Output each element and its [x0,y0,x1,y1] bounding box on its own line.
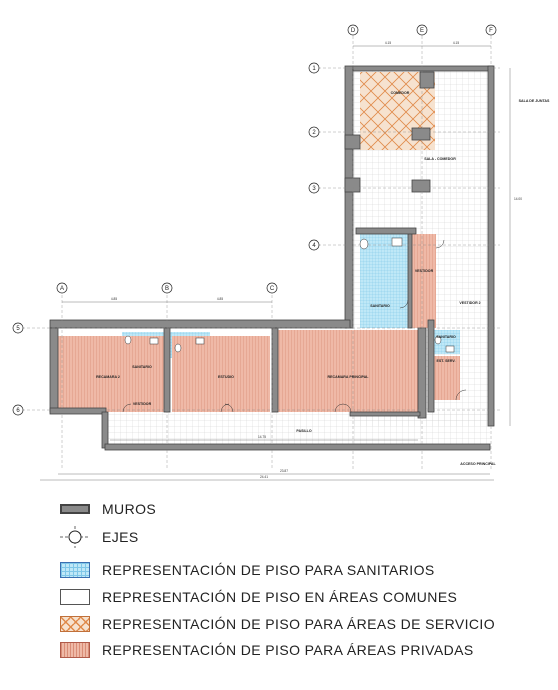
svg-text:2: 2 [312,130,316,136]
svg-text:ESTUDIO: ESTUDIO [218,375,234,379]
axis-markers: D E F A B C 1 2 3 4 5 6 [12,24,497,416]
axis-marker-a: A [56,282,68,294]
svg-text:SALA DE JUNTAS: SALA DE JUNTAS [519,99,550,103]
legend-row-ejes: EJES [60,526,139,548]
svg-text:3: 3 [312,186,316,192]
svg-text:C: C [270,286,275,292]
legend-row-servicio: REPRESENTACIÓN DE PISO PARA ÁREAS DE SER… [60,613,495,635]
svg-text:COMEDOR: COMEDOR [391,91,410,95]
private-floors [58,234,460,412]
svg-text:5: 5 [16,326,20,332]
svg-text:4.85: 4.85 [111,297,117,301]
axis-marker-2: 2 [308,126,320,138]
legend-row-muros: MUROS [60,498,156,520]
axis-marker-4: 4 [308,239,320,251]
svg-text:SANITARIO: SANITARIO [132,365,152,369]
legend-row-privadas: REPRESENTACIÓN DE PISO PARA ÁREAS PRIVAD… [60,639,474,661]
axis-marker-5: 5 [12,322,24,334]
axis-marker-c: C [266,282,278,294]
axis-marker-f: F [485,24,497,36]
private-floor-swatch [60,642,90,658]
svg-text:ACCESO PRINCIPAL: ACCESO PRINCIPAL [460,462,496,466]
walls-swatch [60,504,90,514]
dimension-lines [40,45,511,481]
axis-marker-b: B [161,282,173,294]
svg-text:4.15: 4.15 [385,41,391,45]
svg-text:B: B [165,286,169,292]
legend-label-sanitarios: REPRESENTACIÓN DE PISO PARA SANITARIOS [102,562,435,578]
sanitary-floor-swatch [60,562,90,578]
svg-text:RECAMARA PRINCIPAL: RECAMARA PRINCIPAL [328,375,370,379]
axis-marker-1: 1 [308,62,320,74]
svg-text:4.85: 4.85 [217,297,223,301]
room-labels: COMEDOR SALA - COMEDOR SALA DE JUNTAS SA… [96,91,550,466]
svg-text:RECAMARA 2: RECAMARA 2 [96,375,120,379]
svg-text:SANITARIO: SANITARIO [370,304,390,308]
fixtures [124,237,455,353]
floor-plan: D E F A B C 1 2 3 4 5 6 4.15 4.15 4.85 4… [12,24,550,481]
svg-text:SANITARIO: SANITARIO [436,335,456,339]
svg-text:A: A [60,286,64,292]
svg-text:F: F [489,28,493,34]
legend-row-sanitarios: REPRESENTACIÓN DE PISO PARA SANITARIOS [60,559,435,581]
svg-text:14.75: 14.75 [258,435,266,439]
svg-text:23.87: 23.87 [280,469,288,473]
svg-text:VESTIDOR: VESTIDOR [415,269,434,273]
svg-text:24.41: 24.41 [260,475,268,479]
legend-label-muros: MUROS [102,501,157,517]
legend-row-comunes: REPRESENTACIÓN DE PISO EN ÁREAS COMUNES [60,586,457,608]
axis-marker-d: D [347,24,359,36]
svg-text:4.15: 4.15 [453,41,459,45]
axis-marker-e: E [416,24,428,36]
svg-text:D: D [351,28,356,34]
axis-lines [22,36,500,470]
svg-text:EST. SERV.: EST. SERV. [437,359,456,363]
common-floor-swatch [60,589,90,605]
legend-label-comunes: REPRESENTACIÓN DE PISO EN ÁREAS COMUNES [102,589,458,605]
dimension-labels: 4.15 4.15 4.85 4.85 23.87 24.41 14.00 14… [111,41,522,479]
legend-label-privadas: REPRESENTACIÓN DE PISO PARA ÁREAS PRIVAD… [102,642,474,658]
svg-text:6: 6 [16,408,20,414]
doors [122,239,467,413]
legend-label-ejes: EJES [102,529,139,545]
svg-text:PASILLO: PASILLO [296,429,312,433]
svg-text:E: E [420,28,424,34]
axis-marker-3: 3 [308,182,320,194]
svg-text:4: 4 [312,243,316,249]
axis-marker-6: 6 [12,404,24,416]
service-floor-swatch [60,616,90,632]
svg-text:VESTIDOR 2: VESTIDOR 2 [459,301,480,305]
svg-text:VESTIDOR: VESTIDOR [133,402,152,406]
svg-text:1: 1 [312,66,316,72]
svg-text:SALA - COMEDOR: SALA - COMEDOR [424,157,456,161]
legend-label-servicio: REPRESENTACIÓN DE PISO PARA ÁREAS DE SER… [102,616,495,632]
svg-text:14.00: 14.00 [514,197,522,201]
axis-icon [60,526,90,548]
